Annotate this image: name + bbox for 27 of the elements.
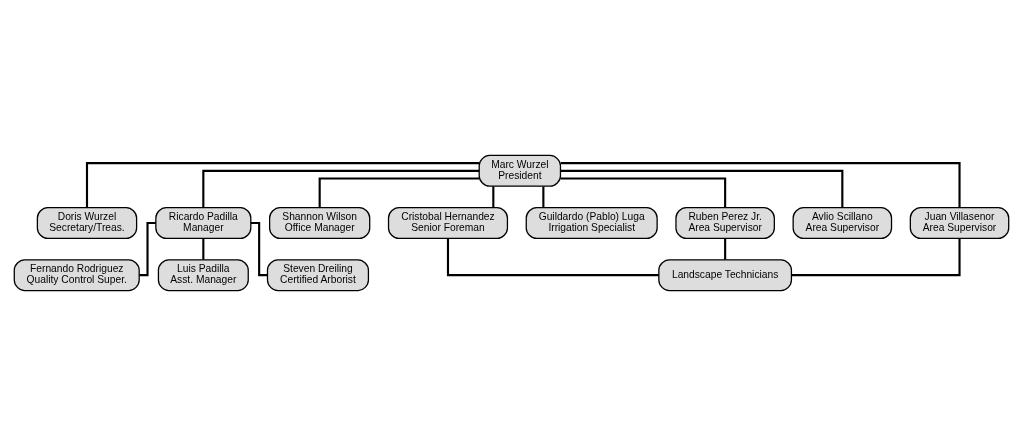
node-box: Guildardo (Pablo) Luga Irrigation Specialist [525, 206, 658, 240]
connector [492, 186, 495, 208]
connector [560, 177, 727, 208]
node-box: Steven Dreiling Certified Arborist [266, 259, 370, 292]
node-box: Cristobal Hernandez Senior Foreman [387, 206, 509, 240]
connector [446, 238, 659, 277]
node-box: Ricardo Padilla Manager [155, 206, 252, 240]
connector [202, 238, 205, 260]
node-box: Fernando Rodriguez Quality Control Super. [13, 259, 140, 292]
connector [85, 162, 480, 208]
node-box: Ruben Perez Jr. Area Supervisor [675, 206, 775, 240]
node-box: Landscape Technicians [658, 259, 793, 292]
connector [560, 162, 961, 208]
connector [139, 221, 156, 277]
node-box: Shannon Wilson Office Manager [269, 206, 371, 240]
node-box: Juan Villasenor Area Supervisor [909, 206, 1010, 240]
connector [250, 221, 268, 277]
node-box: Doris Wurzel Secretary/Treas. [36, 206, 138, 240]
connector [791, 238, 961, 277]
connector [724, 238, 727, 260]
node-box: Avlio Scillano Area Supervisor [792, 206, 893, 240]
connector [542, 186, 545, 208]
connector [318, 177, 480, 208]
node-box: Luis Padilla Asst. Manager [157, 259, 249, 292]
connector [560, 169, 844, 208]
connector [202, 169, 480, 208]
node-box: Marc Wurzel President [478, 154, 562, 187]
